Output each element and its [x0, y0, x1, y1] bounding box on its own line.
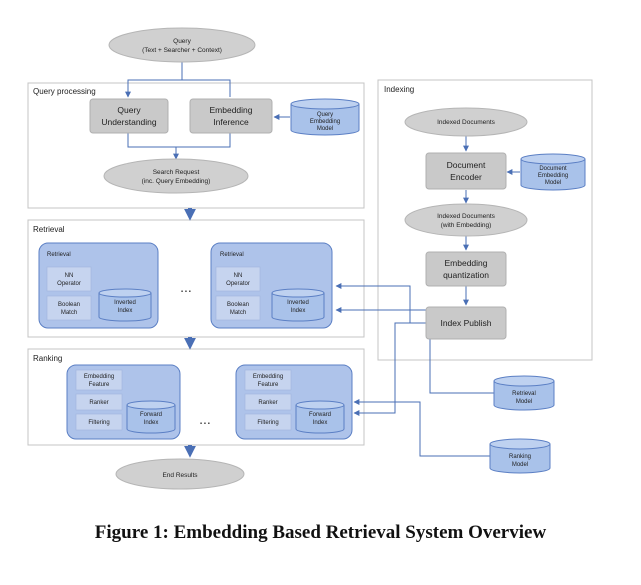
ranking-unit-2-index-label-1: Forward: [309, 412, 331, 418]
understanding-to-request-line: [127, 133, 176, 148]
query-understanding-node: Query Understanding: [89, 98, 169, 134]
ranking-unit-2-feature-label-1: Embedding: [253, 374, 283, 380]
indexed-documents-label: Indexed Documents: [437, 119, 496, 126]
query-understanding-label-2: Understanding: [101, 117, 157, 127]
ranking-unit-1-feature-label-2: Feature: [89, 382, 110, 388]
query-label: Query: [173, 38, 191, 45]
indexed-documents-emb-sublabel: (with Embedding): [441, 222, 492, 229]
embedding-quantization-label-1: Embedding: [444, 258, 487, 268]
ranking-unit-2-index-label-2: Index: [313, 420, 328, 426]
search-request-sublabel: (inc. Query Embedding): [142, 178, 211, 185]
retrieval-ellipsis: ...: [180, 279, 192, 295]
indexed-documents-emb-label: Indexed Documents: [437, 213, 496, 220]
document-embedding-model-cylinder: Document Embedding Model: [520, 153, 586, 191]
retrieval-unit-1-nn-label-1: NN: [65, 273, 74, 279]
figure-caption: Figure 1: Embedding Based Retrieval Syst…: [94, 522, 547, 543]
retrieval-unit-1-index-label-1: Inverted: [114, 300, 136, 306]
index-publish-label: Index Publish: [440, 318, 491, 328]
retrieval-unit-2-title: Retrieval: [220, 252, 244, 258]
ranking-model-arrow: [353, 399, 490, 457]
ranking-model-label-1: Ranking: [509, 454, 531, 460]
retrieval-unit-2-boolean-label-2: Match: [230, 310, 246, 316]
embedding-inference-label-2: Inference: [213, 117, 249, 127]
retrieval-model-arrow: [335, 307, 494, 394]
query-sublabel: (Text + Searcher + Context): [142, 47, 222, 54]
embedding-quantization-label-2: quantization: [443, 270, 489, 280]
ranking-unit-2: Embedding Feature Ranker Filtering Forwa…: [235, 364, 353, 440]
retrieval-unit-2-nn-label-1: NN: [234, 273, 243, 279]
index-publish-node: Index Publish: [425, 306, 507, 340]
retrieval-unit-2-nn-label-2: Operator: [226, 281, 250, 287]
search-request-label: Search Request: [153, 169, 200, 176]
retrieval-unit-2-index-label-1: Inverted: [287, 300, 309, 306]
query-embedding-model-label-2: Embedding: [310, 119, 340, 125]
ebr-system-diagram: Query processing Indexing Retrieval Rank…: [27, 27, 593, 490]
retrieval-unit-2: Retrieval NN Operator Boolean Match Inve…: [210, 242, 333, 329]
ranking-unit-2-feature-label-2: Feature: [258, 382, 279, 388]
query-node: Query (Text + Searcher + Context): [108, 27, 256, 63]
query-to-embedding-inference-arrow: [181, 62, 231, 97]
retrieval-unit-1-index-label-2: Index: [118, 308, 133, 314]
query-embedding-model-cylinder: Query Embedding Model: [290, 98, 360, 136]
ranking-unit-1-filtering-label: Filtering: [88, 420, 109, 426]
retrieval-model-label-1: Retrieval: [512, 391, 536, 397]
retrieval-unit-2-index-label-2: Index: [291, 308, 306, 314]
document-embedding-model-label-3: Model: [545, 180, 561, 186]
indexing-title: Indexing: [384, 85, 414, 94]
indexed-documents-embedding-node: Indexed Documents (with Embedding): [404, 203, 528, 237]
retrieval-model-label-2: Model: [516, 399, 532, 405]
embedding-inference-node: Embedding Inference: [189, 98, 273, 134]
ranking-unit-2-ranker-label: Ranker: [258, 400, 277, 406]
query-processing-title: Query processing: [33, 87, 96, 96]
ranking-model-cylinder: Ranking Model: [489, 438, 551, 474]
inference-to-request-line: [176, 133, 231, 148]
query-embedding-model-label-1: Query: [317, 112, 333, 118]
embedding-quantization-node: Embedding quantization: [425, 251, 507, 287]
embedding-inference-label-1: Embedding: [209, 105, 252, 115]
ranking-unit-2-filtering-label: Filtering: [257, 420, 278, 426]
query-understanding-label-1: Query: [117, 105, 141, 115]
ranking-title: Ranking: [33, 354, 62, 363]
search-request-node: Search Request (inc. Query Embedding): [103, 158, 249, 194]
ranking-model-label-2: Model: [512, 462, 528, 468]
ranking-ellipsis: ...: [199, 411, 211, 427]
ranking-unit-1-feature-label-1: Embedding: [84, 374, 114, 380]
document-encoder-label-1: Document: [447, 160, 486, 170]
retrieval-unit-1-boolean-label-1: Boolean: [58, 302, 80, 308]
publish-to-forward-index-arrow: [353, 322, 426, 416]
retrieval-unit-1: Retrieval NN Operator Boolean Match Inve…: [38, 242, 159, 329]
retrieval-unit-1-title: Retrieval: [47, 252, 71, 258]
retrieval-unit-1-boolean-label-2: Match: [61, 310, 77, 316]
end-results-node: End Results: [115, 458, 245, 490]
retrieval-unit-1-nn-label-2: Operator: [57, 281, 81, 287]
ranking-unit-1-index-label-2: Index: [144, 420, 159, 426]
document-embedding-model-label-1: Document: [539, 166, 567, 172]
ranking-unit-1-index-label-1: Forward: [140, 412, 162, 418]
document-encoder-node: Document Encoder: [425, 152, 507, 190]
ranking-unit-1: Embedding Feature Ranker Filtering Forwa…: [66, 364, 181, 440]
retrieval-model-cylinder: Retrieval Model: [493, 375, 555, 411]
indexed-documents-node: Indexed Documents: [404, 107, 528, 137]
document-embedding-model-label-2: Embedding: [538, 173, 568, 179]
end-results-label: End Results: [162, 472, 198, 479]
retrieval-title: Retrieval: [33, 225, 65, 234]
query-embedding-model-label-3: Model: [317, 126, 333, 132]
retrieval-unit-2-boolean-label-1: Boolean: [227, 302, 249, 308]
ranking-unit-1-ranker-label: Ranker: [89, 400, 108, 406]
document-encoder-label-2: Encoder: [450, 172, 482, 182]
